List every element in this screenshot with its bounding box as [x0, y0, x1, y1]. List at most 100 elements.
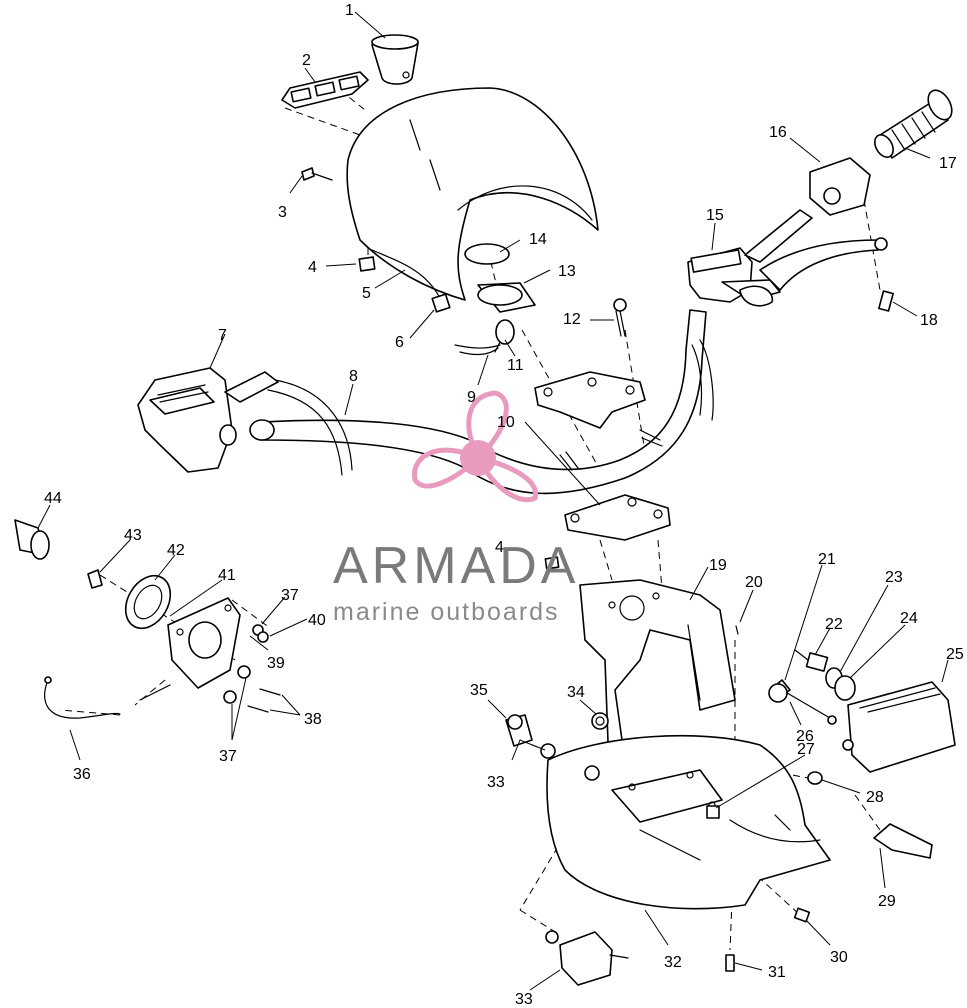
- callout-40: 40: [308, 612, 326, 629]
- callout-28: 28: [866, 789, 884, 806]
- clip-4-bottom: [544, 556, 560, 570]
- callout-13: 13: [558, 263, 576, 280]
- bulb-22: [794, 649, 829, 672]
- callout-16: 16: [769, 124, 787, 141]
- headlight-25: [842, 681, 956, 773]
- watermark-title: ARMADA: [333, 537, 579, 595]
- callout-39: 39: [267, 655, 285, 672]
- callout-12: 12: [563, 311, 581, 328]
- callout-35: 35: [470, 682, 488, 699]
- callout-37-top: 37: [281, 587, 299, 604]
- callout-7: 7: [218, 327, 227, 344]
- lower-shroud-32: [546, 734, 831, 910]
- probe-39: [139, 684, 171, 701]
- wire-harness-5: [371, 249, 441, 299]
- callout-38: 38: [304, 711, 322, 728]
- gasket-14: [464, 243, 510, 265]
- callout-leaders: [37, 11, 949, 991]
- watermark: ARMADA marine outboards: [333, 390, 579, 626]
- hand-grip-17: [874, 89, 953, 159]
- switch-housing-16: [809, 157, 871, 216]
- callout-37-bottom: 37: [219, 748, 237, 765]
- ignition-switch-33: [545, 930, 629, 986]
- nut-40: [257, 631, 269, 643]
- bulb-11: [494, 319, 515, 353]
- cable-36: [44, 676, 121, 719]
- callout-36: 36: [73, 766, 91, 783]
- callout-44: 44: [44, 490, 62, 507]
- screw-20: [735, 625, 739, 635]
- wire-loops: [267, 339, 714, 476]
- callout-6: 6: [395, 334, 404, 351]
- callout-3: 3: [278, 204, 287, 221]
- bulb-socket-13: [477, 282, 536, 313]
- clip-4-top: [358, 256, 376, 272]
- screw-31: [725, 954, 735, 972]
- callout-30: 30: [830, 949, 848, 966]
- callout-labels: 1 2 3 4 5 6 7 8 9 10 11 12 13 14 15 16 1…: [44, 2, 964, 1008]
- ring-24: [834, 675, 856, 701]
- o-ring-28: [807, 771, 823, 785]
- callout-24: 24: [900, 610, 918, 627]
- nut-33-upper: [540, 743, 556, 759]
- screw-18: [878, 290, 894, 312]
- callout-2: 2: [302, 52, 311, 69]
- headlight-pod: [346, 87, 599, 301]
- bolt-43: [87, 569, 103, 589]
- callout-8: 8: [349, 368, 358, 385]
- callout-14: 14: [529, 231, 547, 248]
- propeller-logo-icon: [411, 390, 538, 503]
- callout-4-bottom: 4: [495, 539, 504, 556]
- indicator-lens-strip-2: [281, 71, 369, 109]
- callout-25: 25: [946, 646, 964, 663]
- callout-29: 29: [878, 893, 896, 910]
- callout-33-upper: 33: [487, 774, 505, 791]
- callout-42: 42: [167, 542, 185, 559]
- callout-17: 17: [939, 155, 957, 172]
- grip-right: [744, 209, 813, 263]
- callout-23: 23: [885, 569, 903, 586]
- callout-1: 1: [345, 2, 354, 19]
- callout-31: 31: [768, 964, 786, 981]
- callout-5: 5: [362, 285, 371, 302]
- throttle-control-7: [137, 367, 279, 473]
- bezel-42: [124, 574, 172, 630]
- callout-19: 19: [709, 557, 727, 574]
- callout-27: 27: [797, 741, 815, 758]
- callout-20: 20: [745, 574, 763, 591]
- grip-44: [14, 519, 50, 560]
- callout-4-top: 4: [308, 259, 317, 276]
- callout-34: 34: [567, 684, 585, 701]
- bolt-12: [613, 298, 627, 337]
- callout-26: 26: [796, 728, 814, 745]
- switch-29: [873, 823, 933, 859]
- handlebar-clamp-10-lower: [564, 494, 671, 541]
- wire-9: [454, 344, 501, 356]
- callout-22: 22: [825, 616, 843, 633]
- indicator-lamp-1: [371, 34, 419, 85]
- mounting-bracket-19: [579, 579, 736, 743]
- clip-30: [793, 907, 811, 923]
- callout-32: 32: [664, 954, 682, 971]
- adjuster-26: [768, 683, 788, 703]
- callout-43: 43: [124, 527, 142, 544]
- callout-18: 18: [920, 312, 938, 329]
- callout-41: 41: [218, 567, 236, 584]
- screw-3: [301, 167, 333, 181]
- callout-10: 10: [497, 414, 515, 431]
- plug-27: [706, 805, 720, 819]
- connector-6: [431, 293, 451, 313]
- screw-38: [247, 688, 281, 713]
- callout-33-lower: 33: [515, 991, 533, 1008]
- callout-9: 9: [467, 389, 476, 406]
- handlebar-clamp-10-upper: [534, 371, 646, 429]
- grommet-34: [591, 712, 609, 730]
- nut-37-left: [223, 665, 251, 704]
- brake-lever: [739, 237, 888, 307]
- switch-35: [505, 714, 533, 747]
- callout-15: 15: [706, 207, 724, 224]
- watermark-subtitle: marine outboards: [333, 598, 560, 626]
- callout-11: 11: [507, 357, 524, 374]
- callout-21: 21: [818, 551, 836, 568]
